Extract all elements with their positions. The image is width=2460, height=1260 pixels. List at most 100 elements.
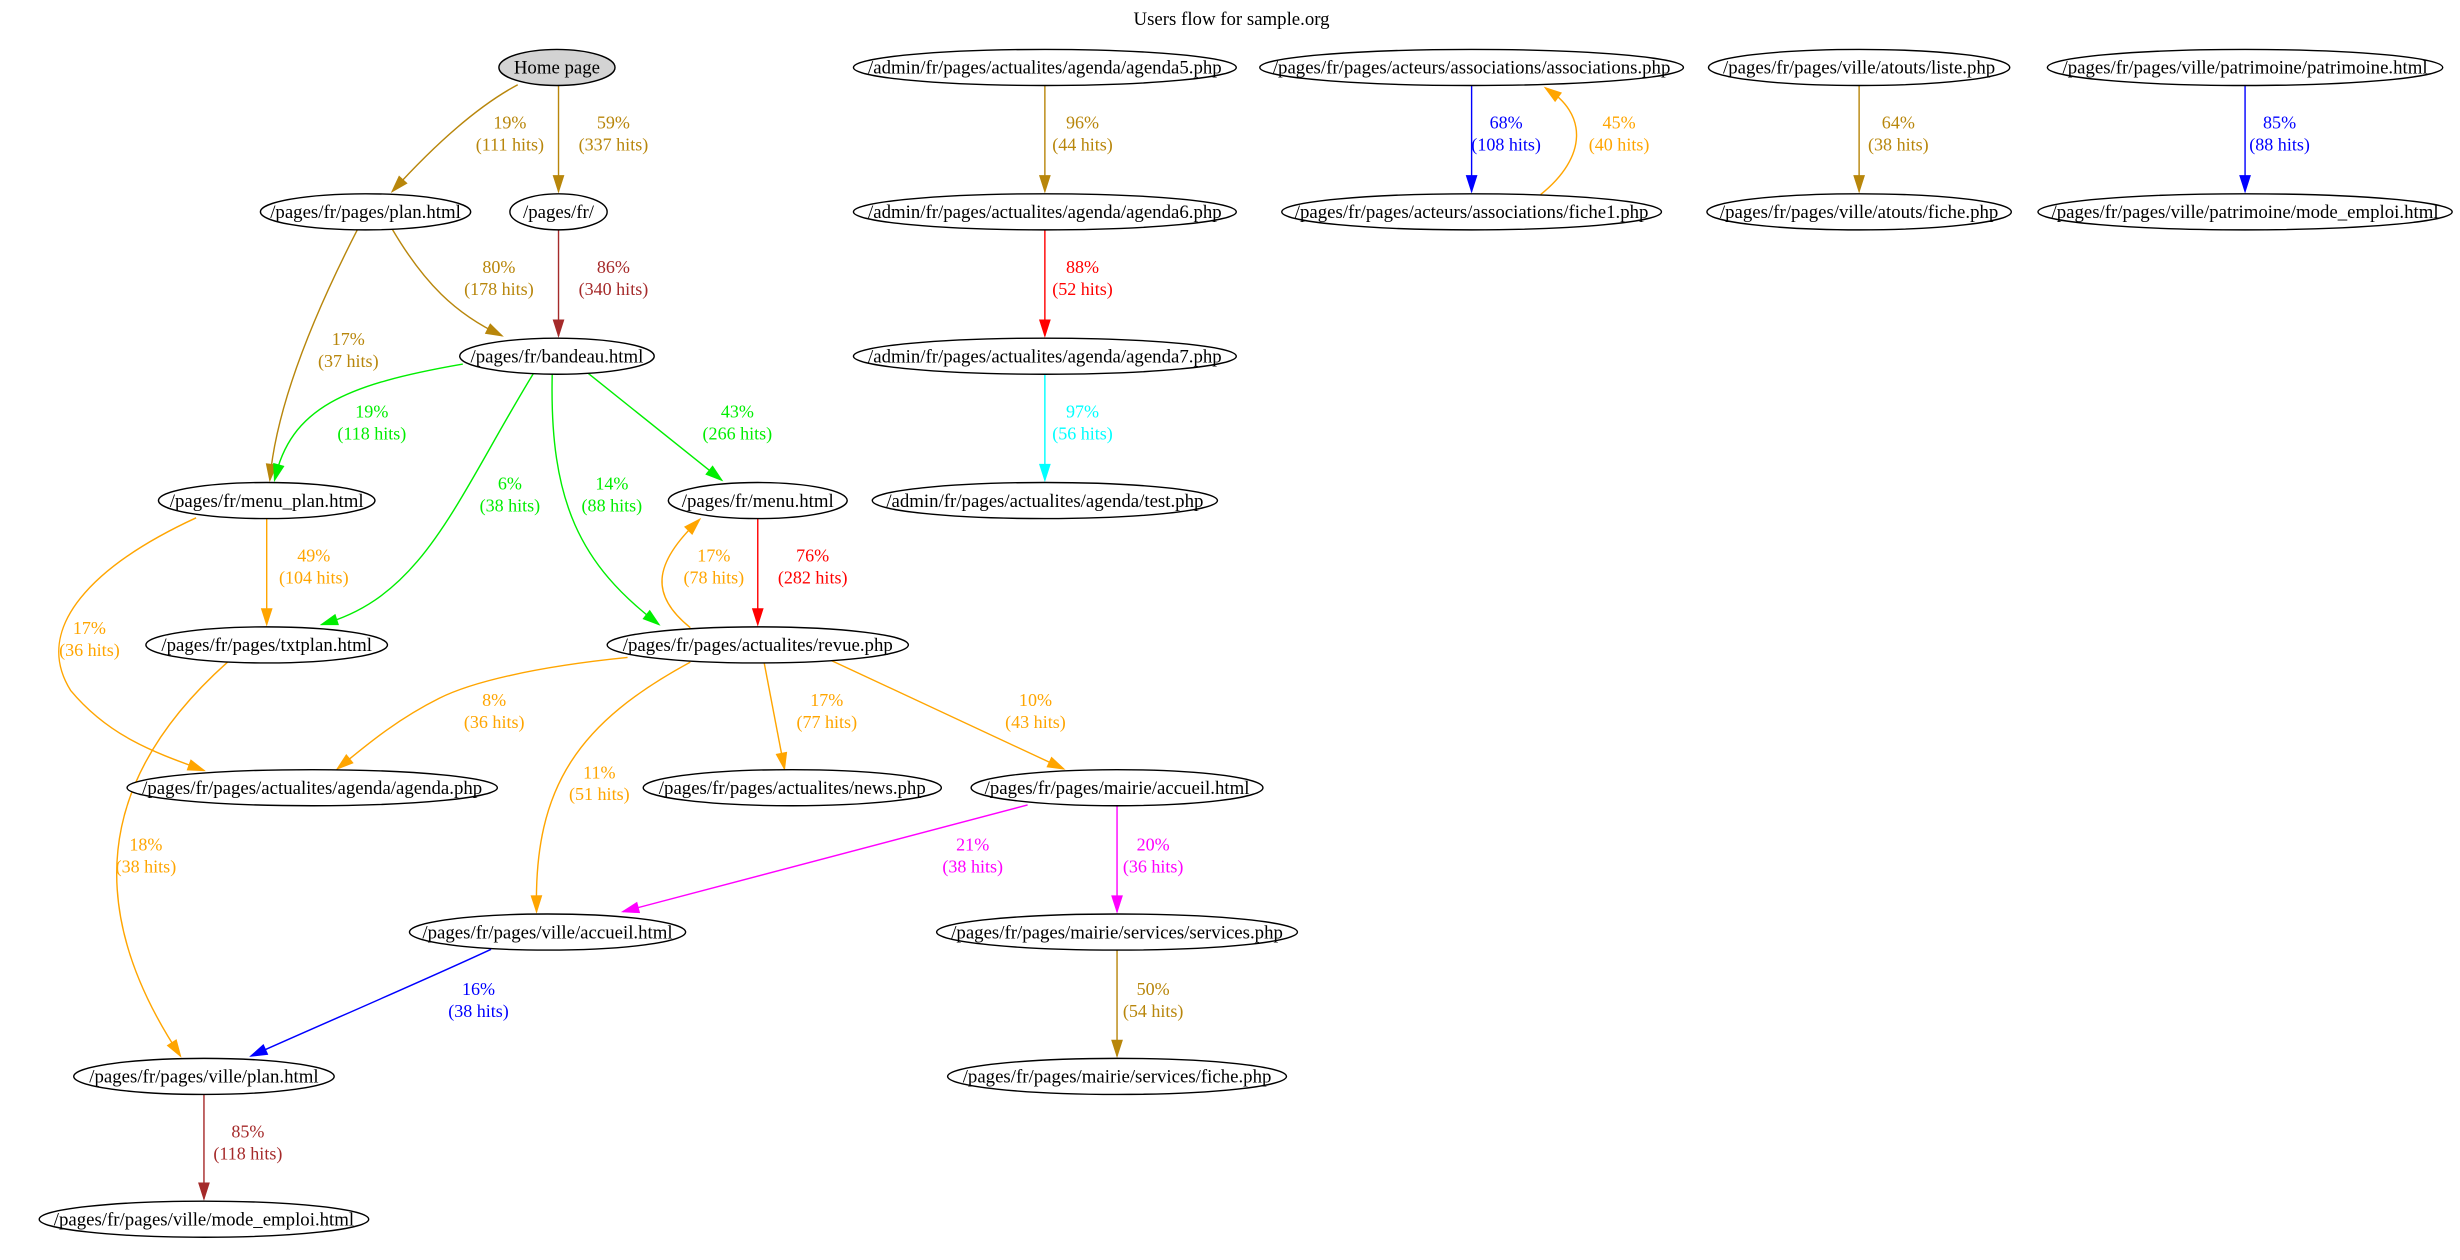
node-txtplan[interactable]: /pages/fr/pages/txtplan.html bbox=[145, 626, 389, 664]
edge-percent: 80% bbox=[482, 257, 515, 277]
edge-revue-to-mairie_accueil: 10%(43 hits) bbox=[831, 659, 1066, 770]
node-label: /pages/fr/pages/ville/patrimoine/patrimo… bbox=[2062, 58, 2427, 79]
edge-line bbox=[763, 662, 786, 769]
edge-percent: 19% bbox=[493, 113, 526, 133]
edge-line bbox=[250, 948, 492, 1057]
edge-percent: 43% bbox=[721, 401, 754, 421]
node-agenda7[interactable]: /admin/fr/pages/actualites/agenda/agenda… bbox=[852, 337, 1237, 375]
edge-percent: 17% bbox=[697, 546, 730, 566]
edge-hits: (44 hits) bbox=[1052, 135, 1113, 156]
node-bandeau[interactable]: /pages/fr/bandeau.html bbox=[458, 337, 655, 375]
edge-home-to-fr: 59%(337 hits) bbox=[552, 84, 649, 194]
edge-revue-to-news: 17%(77 hits) bbox=[763, 662, 857, 771]
edge-agenda6-to-agenda7: 88%(52 hits) bbox=[1038, 229, 1113, 338]
node-label: /pages/fr/ bbox=[523, 202, 595, 223]
edge-line bbox=[336, 656, 628, 770]
node-agenda[interactable]: /pages/fr/pages/actualites/agenda/agenda… bbox=[126, 768, 499, 807]
node-label: Home page bbox=[514, 58, 600, 79]
node-menu[interactable]: /pages/fr/menu.html bbox=[667, 481, 848, 520]
edge-hits: (36 hits) bbox=[464, 712, 525, 733]
edge-line bbox=[1540, 87, 1578, 196]
node-revue[interactable]: /pages/fr/pages/actualites/revue.php bbox=[606, 626, 910, 664]
arrowhead-icon bbox=[186, 759, 206, 772]
node-news[interactable]: /pages/fr/pages/actualites/news.php bbox=[642, 768, 943, 807]
node-ville_plan[interactable]: /pages/fr/pages/ville/plan.html bbox=[73, 1057, 335, 1096]
edge-percent: 88% bbox=[1066, 257, 1099, 277]
arrowhead-icon bbox=[390, 175, 408, 193]
edge-percent: 96% bbox=[1066, 113, 1099, 133]
edge-hits: (88 hits) bbox=[2249, 135, 2310, 156]
node-label: /pages/fr/menu_plan.html bbox=[170, 491, 364, 512]
edge-percent: 97% bbox=[1066, 401, 1099, 421]
node-patrimoine_mode_emploi[interactable]: /pages/fr/pages/ville/patrimoine/mode_em… bbox=[2037, 193, 2453, 231]
edge-hits: (282 hits) bbox=[778, 568, 848, 589]
edge-ville_accueil-to-ville_plan: 16%(38 hits) bbox=[249, 948, 509, 1057]
node-agenda5[interactable]: /admin/fr/pages/actualites/agenda/agenda… bbox=[852, 48, 1237, 87]
edge-liste-to-atouts_fiche: 64%(38 hits) bbox=[1853, 84, 1929, 194]
edge-hits: (337 hits) bbox=[579, 135, 649, 156]
node-associations[interactable]: /pages/fr/pages/acteurs/associations/ass… bbox=[1259, 48, 1685, 87]
edges-layer: 19%(111 hits)59%(337 hits)80%(178 hits)8… bbox=[58, 84, 2310, 1201]
node-label: /pages/fr/pages/actualites/revue.php bbox=[623, 635, 893, 656]
node-ellipse bbox=[1259, 48, 1685, 87]
node-ellipse bbox=[970, 768, 1264, 807]
node-ellipse bbox=[852, 337, 1237, 375]
arrowhead-icon bbox=[530, 895, 543, 914]
node-liste[interactable]: /pages/fr/pages/ville/atouts/liste.php bbox=[1707, 48, 2011, 87]
edge-menu_plan-to-txtplan: 49%(104 hits) bbox=[260, 517, 349, 627]
node-label: /admin/fr/pages/actualites/agenda/test.p… bbox=[886, 491, 1203, 512]
node-services_fiche[interactable]: /pages/fr/pages/mairie/services/fiche.ph… bbox=[946, 1057, 1288, 1096]
node-fiche1[interactable]: /pages/fr/pages/acteurs/associations/fic… bbox=[1281, 193, 1663, 231]
node-label: /pages/fr/menu.html bbox=[682, 491, 834, 512]
edge-hits: (56 hits) bbox=[1052, 423, 1113, 444]
edge-hits: (266 hits) bbox=[703, 423, 773, 444]
edge-revue-to-ville_accueil: 11%(51 hits) bbox=[530, 661, 691, 914]
arrowhead-icon bbox=[751, 608, 764, 627]
edge-hits: (52 hits) bbox=[1052, 279, 1113, 300]
edge-line bbox=[831, 659, 1064, 770]
node-ville_accueil[interactable]: /pages/fr/pages/ville/accueil.html bbox=[408, 913, 687, 951]
arrowhead-icon bbox=[642, 609, 661, 626]
node-patrimoine[interactable]: /pages/fr/pages/ville/patrimoine/patrimo… bbox=[2046, 48, 2444, 87]
edge-percent: 76% bbox=[796, 546, 829, 566]
node-label: /pages/fr/pages/ville/atouts/liste.php bbox=[1723, 58, 1995, 79]
edge-line bbox=[269, 228, 359, 481]
node-ellipse bbox=[509, 193, 608, 231]
edge-hits: (54 hits) bbox=[1123, 1001, 1184, 1022]
edge-hits: (111 hits) bbox=[476, 135, 544, 156]
edge-percent: 16% bbox=[462, 979, 495, 999]
node-ellipse bbox=[871, 481, 1219, 520]
node-plan[interactable]: /pages/fr/pages/plan.html bbox=[259, 193, 472, 231]
node-fr[interactable]: /pages/fr/ bbox=[509, 193, 608, 231]
node-agenda6[interactable]: /admin/fr/pages/actualites/agenda/agenda… bbox=[852, 193, 1237, 231]
node-ellipse bbox=[2046, 48, 2444, 87]
edge-percent: 17% bbox=[332, 329, 365, 349]
node-home[interactable]: Home page bbox=[498, 48, 616, 87]
edge-fiche1-to-associations: 45%(40 hits) bbox=[1540, 86, 1649, 196]
arrowhead-icon bbox=[1111, 1039, 1123, 1059]
node-services[interactable]: /pages/fr/pages/mairie/services/services… bbox=[935, 913, 1299, 951]
edge-line bbox=[587, 372, 723, 481]
arrowhead-icon bbox=[166, 1039, 182, 1058]
edge-hits: (38 hits) bbox=[116, 856, 177, 877]
arrowhead-icon bbox=[273, 462, 285, 483]
node-mairie_accueil[interactable]: /pages/fr/pages/mairie/accueil.html bbox=[970, 768, 1264, 807]
edge-txtplan-to-ville_plan: 18%(38 hits) bbox=[116, 661, 228, 1058]
node-test[interactable]: /admin/fr/pages/actualites/agenda/test.p… bbox=[871, 481, 1219, 520]
node-ellipse bbox=[498, 48, 616, 87]
node-atouts_fiche[interactable]: /pages/fr/pages/ville/atouts/fiche.php bbox=[1706, 193, 2013, 231]
arrowhead-icon bbox=[684, 517, 702, 536]
node-label: /pages/fr/pages/ville/atouts/fiche.php bbox=[1720, 202, 1998, 223]
node-label: /pages/fr/pages/acteurs/associations/ass… bbox=[1273, 58, 1671, 79]
node-ellipse bbox=[852, 48, 1237, 87]
node-ellipse bbox=[2037, 193, 2453, 231]
edge-hits: (88 hits) bbox=[582, 496, 643, 517]
node-ellipse bbox=[145, 626, 389, 664]
edge-percent: 64% bbox=[1882, 113, 1915, 133]
edge-bandeau-to-menu: 43%(266 hits) bbox=[587, 372, 773, 482]
node-ellipse bbox=[852, 193, 1237, 231]
edge-revue-to-agenda: 8%(36 hits) bbox=[335, 656, 628, 771]
node-ville_mode_emploi[interactable]: /pages/fr/pages/ville/mode_emploi.html bbox=[38, 1200, 370, 1238]
node-menu_plan[interactable]: /pages/fr/menu_plan.html bbox=[157, 481, 376, 520]
arrowhead-icon bbox=[198, 1182, 210, 1201]
